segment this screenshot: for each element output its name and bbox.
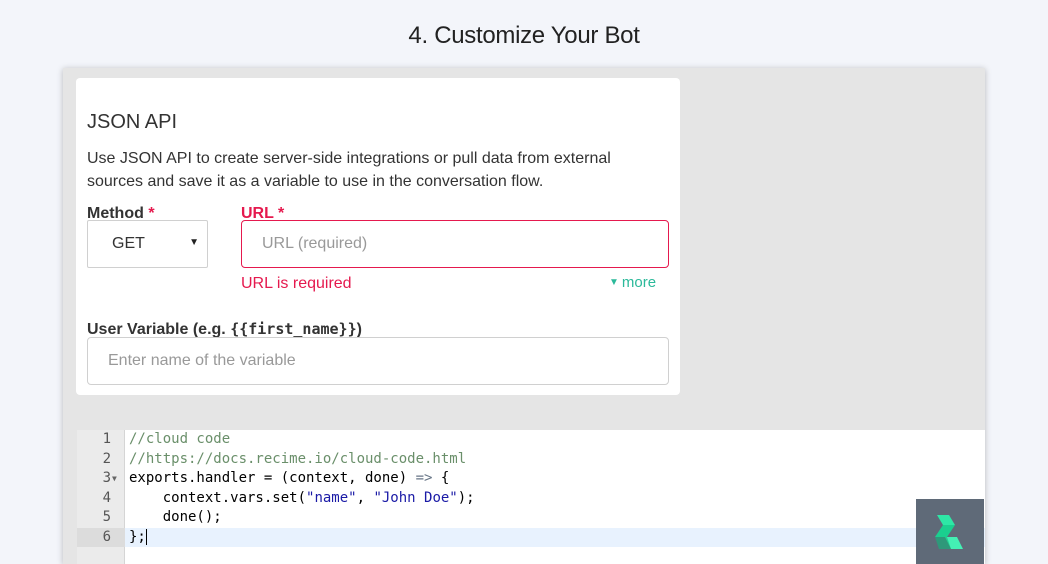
bot-config-panel: JSON API Use JSON API to create server-s… (63, 68, 985, 564)
variable-name-input[interactable] (87, 337, 669, 385)
code-text: { (432, 470, 450, 486)
line-number: 6 (102, 528, 111, 545)
url-label: URL * (241, 205, 284, 223)
code-editor[interactable]: 1 2 3 ▼ 4 5 6 //cloud code //https://doc… (77, 430, 985, 564)
code-string: "name" (306, 489, 357, 506)
method-label: Method * (87, 205, 155, 223)
triangle-down-icon: ▼ (609, 277, 619, 288)
code-comment: //cloud code (129, 431, 231, 447)
code-line: //https://docs.recime.io/cloud-code.html (129, 450, 466, 470)
method-label-text: Method (87, 205, 144, 222)
code-text: , (356, 489, 374, 506)
card-title: JSON API (87, 111, 178, 133)
line-number: 3 (102, 470, 111, 486)
caret-down-icon: ▼ (189, 237, 199, 248)
text-cursor (145, 528, 147, 545)
recime-logo-icon (935, 514, 963, 549)
required-mark: * (148, 205, 155, 222)
card-description: Use JSON API to create server-side integ… (87, 150, 611, 190)
code-text: exports.handler = (context, done) (129, 470, 416, 486)
user-variable-label-text: User Variable (e.g. (87, 321, 231, 338)
user-variable-label-suffix: ) (356, 321, 362, 338)
code-text: done(); (129, 509, 222, 525)
user-variable-label: User Variable (e.g. {{first_name}}) (87, 320, 362, 339)
line-number: 5 (102, 509, 111, 525)
method-select[interactable]: GET ▼ (87, 220, 208, 268)
json-api-card: JSON API Use JSON API to create server-s… (76, 78, 680, 395)
code-text: context.vars.set( (129, 489, 307, 506)
more-label: more (621, 274, 657, 291)
fold-arrow-icon[interactable]: ▼ (112, 474, 117, 483)
active-line-highlight (125, 527, 985, 547)
editor-gutter: 1 2 3 ▼ 4 5 6 (77, 430, 125, 564)
active-line-gutter (77, 527, 125, 547)
code-line: }; (129, 528, 147, 548)
page-title: 4. Customize Your Bot (408, 22, 640, 49)
more-toggle[interactable]: ▼ more (609, 274, 656, 291)
code-line: //cloud code (129, 430, 230, 450)
line-number: 1 (102, 431, 111, 447)
url-input[interactable] (241, 220, 669, 268)
code-operator: => (415, 470, 433, 486)
url-label-text: URL (241, 205, 274, 222)
code-comment: //https://docs.recime.io/cloud-code.html (129, 450, 467, 467)
chat-widget-button[interactable] (916, 499, 984, 564)
method-select-value: GET (112, 235, 145, 252)
line-number: 4 (102, 489, 111, 506)
code-line: done(); (129, 508, 222, 528)
line-number: 2 (102, 450, 111, 467)
code-line: exports.handler = (context, done) => { (129, 469, 449, 489)
code-string: "John Doe" (373, 489, 458, 506)
required-mark: * (278, 205, 285, 222)
code-text: ); (457, 489, 475, 506)
code-text: }; (129, 528, 146, 545)
url-error-message: URL is required (241, 275, 352, 292)
code-line: context.vars.set("name", "John Doe"); (129, 489, 475, 509)
user-variable-example: {{first_name}} (230, 320, 357, 338)
